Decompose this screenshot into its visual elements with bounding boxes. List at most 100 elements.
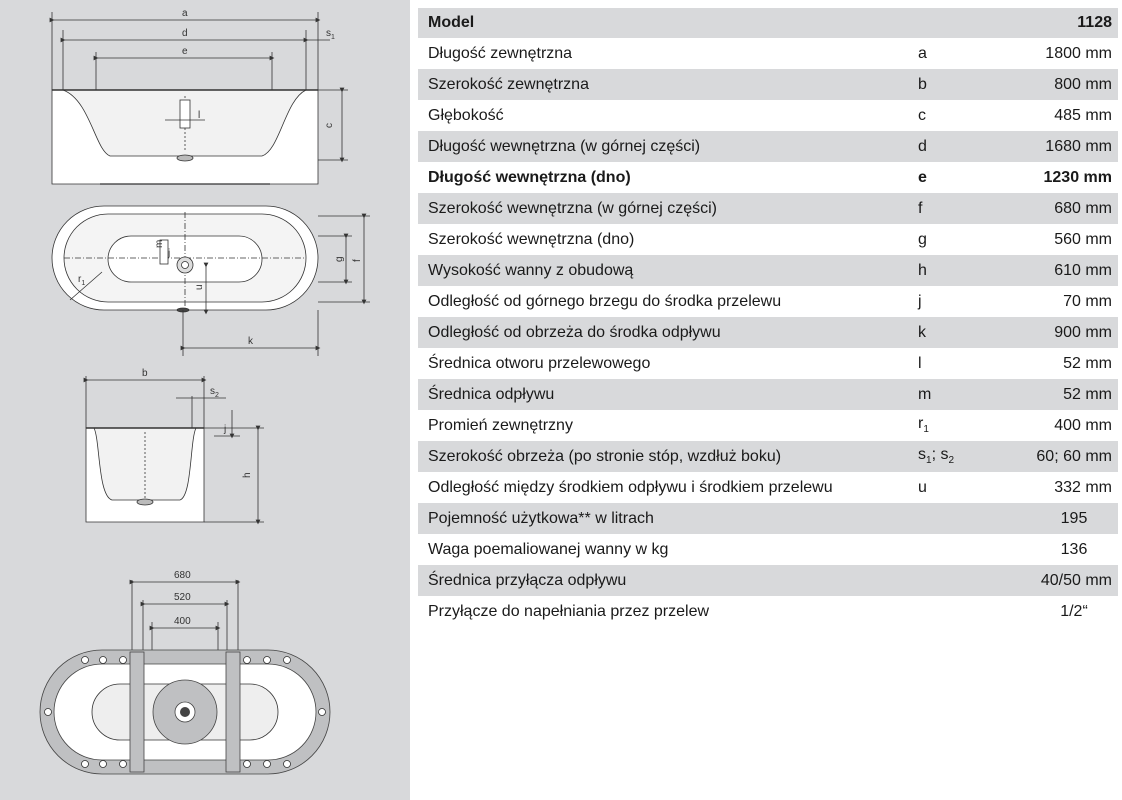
specification-table: Model 1128 Długość zewnętrzna a 1800 mm Sze… — [418, 8, 1118, 627]
row-symbol: d — [910, 131, 990, 162]
row-label: Promień zewnętrzny — [428, 416, 573, 434]
row-value: 610 mm — [990, 255, 1118, 286]
row-label: Pojemność użytkowa** w litrach — [418, 503, 910, 534]
dim-d: d — [182, 28, 188, 39]
row-symbol — [910, 596, 990, 627]
row-label: Odległość od górnego brzegu do środka pr… — [428, 292, 782, 310]
technical-drawings: a d e s1 c l r1 m j — [39, 8, 370, 775]
row-symbol: g — [918, 230, 927, 248]
row-symbol: e — [918, 168, 927, 186]
dim-b: b — [142, 368, 148, 379]
row-label: Odległość między środkiem odpływu i środ… — [428, 478, 833, 496]
table-row: Odległość od górnego brzegu do środka pr… — [418, 286, 1118, 317]
row-symbol: s1; s2 — [910, 441, 990, 472]
row-symbol: u — [918, 478, 927, 496]
dim-l: l — [198, 110, 200, 121]
dim-m: m — [154, 240, 165, 248]
row-value: 52 mm — [990, 379, 1118, 410]
row-label: Waga poemaliowanej wanny w kg — [428, 540, 669, 558]
table-row: Średnica przyłącza odpływu 40/50 mm — [418, 565, 1118, 596]
row-value: 900 mm — [990, 317, 1118, 348]
row-label: Szerokość wewnętrzna (w górnej części) — [418, 193, 910, 224]
table-row: Przyłącze do napełniania przez przelew 1/… — [418, 596, 1118, 627]
table-row: Odległość między środkiem odpływu i środ… — [418, 472, 1118, 503]
row-label: Przyłącze do napełniania przez przelew — [428, 602, 710, 620]
dim-f: f — [352, 259, 363, 262]
row-symbol: r1 — [918, 415, 929, 436]
table-header-row: Model 1128 — [418, 8, 1118, 38]
row-value: 680 mm — [990, 193, 1118, 224]
row-label: Długość wewnętrzna (dno) — [428, 168, 631, 186]
row-value: 136 — [1060, 540, 1088, 558]
row-value: 1/2“ — [1060, 602, 1088, 620]
dim-u: u — [194, 284, 205, 290]
row-value: 485 mm — [1054, 106, 1112, 124]
row-value: 400 mm — [1054, 416, 1112, 434]
row-label: Odległość od obrzeża do środka odpływu — [418, 317, 910, 348]
row-label: Głębokość — [428, 106, 504, 124]
row-value: 60; 60 mm — [990, 441, 1118, 472]
row-label: Długość wewnętrzna (w górnej części) — [418, 131, 910, 162]
row-label: Średnica otworu przelewowego — [428, 354, 651, 372]
dim-c: c — [324, 123, 335, 128]
table-row: Promień zewnętrzny r1 400 mm — [418, 410, 1118, 441]
dim-520: 520 — [174, 592, 191, 603]
dim-k: k — [248, 336, 254, 347]
row-label: Średnica odpływu — [418, 379, 910, 410]
row-symbol: l — [918, 354, 922, 372]
row-value: 1680 mm — [990, 131, 1118, 162]
row-value: 195 — [990, 503, 1118, 534]
row-symbol: m — [910, 379, 990, 410]
row-label: Średnica przyłącza odpływu — [418, 565, 910, 596]
header-model-label: Model — [418, 8, 910, 38]
row-value: 332 mm — [1054, 478, 1112, 496]
side-view-drawing: b s2 h j — [83, 368, 264, 525]
row-value: 1800 mm — [1045, 44, 1112, 62]
dim-h: h — [242, 472, 253, 478]
row-label: Szerokość zewnętrzna — [418, 69, 910, 100]
dim-400: 400 — [174, 616, 191, 627]
row-symbol: b — [910, 69, 990, 100]
table-row: Pojemność użytkowa** w litrach 195 — [418, 503, 1118, 534]
header-model-number: 1128 — [990, 8, 1118, 38]
table-row: Średnica otworu przelewowego l 52 mm — [418, 348, 1118, 379]
dim-r1: r1 — [78, 274, 85, 287]
table-row: Waga poemaliowanej wanny w kg 136 — [418, 534, 1118, 565]
dim-g: g — [334, 256, 345, 262]
dim-a: a — [182, 8, 188, 19]
row-value: 1230 mm — [1043, 168, 1113, 186]
row-value: 70 mm — [1063, 292, 1112, 310]
technical-drawings-panel: a d e s1 c l r1 m j — [0, 0, 410, 800]
dim-s1: s1 — [326, 28, 335, 41]
row-symbol: f — [910, 193, 990, 224]
row-label: Wysokość wanny z obudową — [418, 255, 910, 286]
row-symbol: j — [918, 292, 922, 310]
row-symbol — [910, 534, 990, 565]
row-label: Szerokość obrzeża (po stronie stóp, wzdł… — [418, 441, 910, 472]
dim-j-side: j — [223, 424, 226, 435]
dim-s2: s2 — [210, 386, 219, 399]
row-symbol: a — [918, 44, 927, 62]
row-symbol: h — [910, 255, 990, 286]
table-row: Głębokość c 485 mm — [418, 100, 1118, 131]
row-value: 800 mm — [990, 69, 1118, 100]
frame-view-drawing: 680 520 400 — [39, 570, 331, 775]
row-symbol — [910, 503, 990, 534]
dim-680: 680 — [174, 570, 191, 581]
row-symbol — [910, 565, 990, 596]
dim-e: e — [182, 46, 188, 57]
row-symbol: c — [918, 106, 926, 124]
table-row: Długość zewnętrzna a 1800 mm — [418, 38, 1118, 69]
row-label: Długość zewnętrzna — [428, 44, 573, 62]
row-label: Szerokość wewnętrzna (dno) — [428, 230, 635, 248]
table-row: Szerokość obrzeża (po stronie stóp, wzdł… — [418, 441, 1118, 472]
row-value: 40/50 mm — [990, 565, 1118, 596]
row-value: 52 mm — [1063, 354, 1112, 372]
